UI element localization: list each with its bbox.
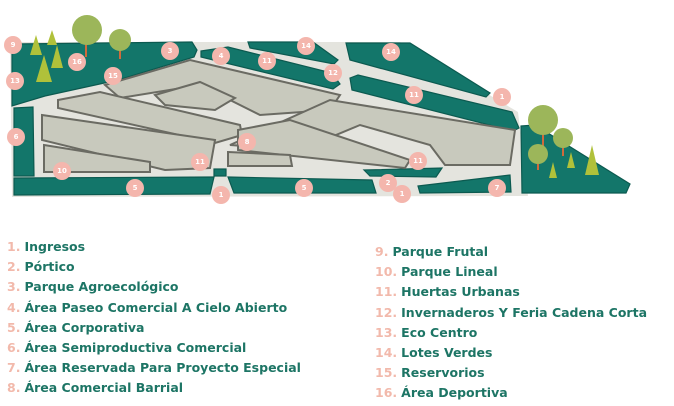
legend-item: 1.Ingresos [7,239,86,254]
block [153,80,238,112]
zone-huertas-right [349,74,520,132]
marker-10[interactable]: 10 [53,162,71,180]
marker-11[interactable]: 11 [409,152,427,170]
marker-12[interactable]: 12 [324,64,342,82]
marker-5[interactable]: 5 [126,179,144,197]
legend-item: 13.Eco Centro [375,324,478,340]
marker-1[interactable]: 1 [493,88,511,106]
marker-9[interactable]: 9 [4,36,22,54]
marker-8[interactable]: 8 [238,133,256,151]
legend-item: 5.Área Corporativa [7,319,145,335]
legend-right: 9.Parque Frutal 10.Parque Lineal 11.Huer… [375,244,647,406]
legend-item: 7.Área Reservada Para Proyecto Especial [7,360,301,376]
legend-item: 3.Parque Agroecológico [7,279,179,295]
marker-11[interactable]: 11 [258,52,276,70]
block [102,58,342,117]
marker-6[interactable]: 6 [7,128,25,146]
zone-2 [362,167,444,178]
block [41,113,217,172]
marker-1[interactable]: 1 [212,186,230,204]
marker-14[interactable]: 14 [382,43,400,61]
block [43,143,151,173]
legend-left: 1.Ingresos 2.Pórtico 3.Parque Agroecológ… [7,239,301,401]
marker-4[interactable]: 4 [212,47,230,65]
gate [213,168,227,177]
zone-6 [13,106,35,177]
legend-item: 11.Huertas Urbanas [375,284,520,300]
marker-13[interactable]: 13 [6,72,24,90]
zone-7 [417,174,512,194]
marker-14[interactable]: 14 [297,37,315,55]
block [227,150,294,167]
marker-11[interactable]: 11 [191,153,209,171]
marker-2[interactable]: 2 [379,174,397,192]
site-plan-map [10,15,631,197]
legend-item: 6.Área Semiproductiva Comercial [7,339,247,355]
marker-16[interactable]: 16 [68,53,86,71]
legend-item: 15.Reservorios [375,365,485,381]
legend-item: 12.Invernaderos Y Feria Cadena Corta [375,304,648,320]
legend-item: 14.Lotes Verdes [375,344,493,360]
marker-15[interactable]: 15 [104,67,122,85]
legend-item: 10.Parque Lineal [375,264,498,280]
marker-5[interactable]: 5 [295,179,313,197]
legend-item: 8.Área Comercial Barrial [7,380,184,396]
legend-item: 2.Pórtico [7,259,75,275]
zone-5-left [13,176,215,196]
block [237,118,412,170]
marker-11[interactable]: 11 [405,86,423,104]
legend-item: 4.Área Paseo Comercial A Cielo Abierto [7,299,288,315]
marker-7[interactable]: 7 [488,179,506,197]
legend-item: 9.Parque Frutal [375,244,489,259]
zone-lotes-verdes [345,42,491,98]
trees [30,15,599,178]
legend-item: 16.Área Deportiva [375,385,508,401]
marker-1[interactable]: 1 [393,185,411,203]
marker-3[interactable]: 3 [161,42,179,60]
